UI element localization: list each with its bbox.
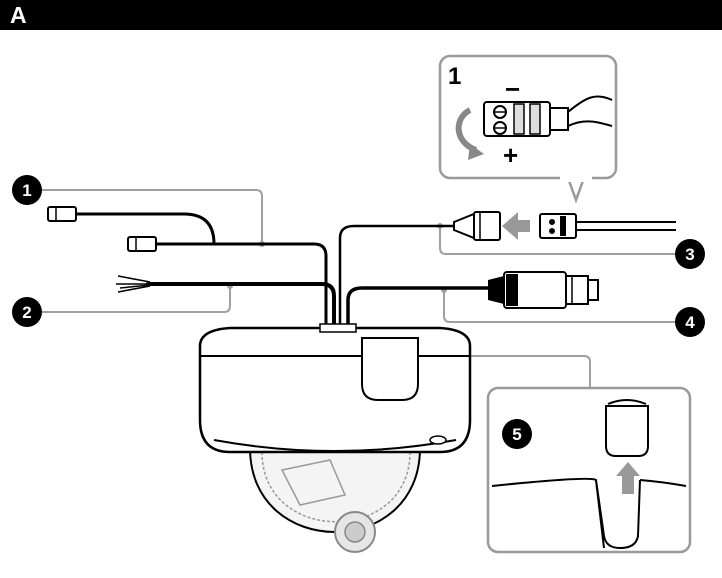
cable-slot [595,479,641,550]
cable-1-main [154,242,328,330]
plus-sign: + [503,140,518,170]
callout-5: 5 [502,419,532,449]
cable-3 [338,224,456,330]
plug-icon-upper [47,206,77,222]
housing-indicator [429,435,447,445]
svg-text:5: 5 [512,425,521,444]
leader-5-top [394,355,591,388]
push-up-arrow-icon [616,462,640,494]
terminal-plug-icon [539,213,676,239]
svg-text:3: 3 [685,245,694,264]
wire-plus [567,120,613,127]
section-label: A [10,2,27,28]
rj45-connector-icon [488,271,599,309]
housing-lower-edge [213,439,457,452]
leader-3 [439,226,686,255]
power-connector-icon [453,211,501,241]
dome-cover [248,447,422,533]
cable-cover-icon [605,405,649,457]
svg-text:4: 4 [685,313,695,332]
leader-1 [42,189,263,244]
header-bar: A [0,0,722,30]
dome-inner [261,451,411,523]
callout-2: 2 [12,297,42,327]
bare-wire-ends-icon [116,275,151,293]
dome-camera [198,323,472,553]
svg-text:1: 1 [22,181,31,200]
wire-minus [567,95,613,113]
cable-1-branch [74,212,216,246]
step-number: 1 [448,63,461,90]
terminal-block-icon [483,101,569,137]
inset-power-polarity: 1 − + [438,54,618,204]
inset-cable-cover [486,386,692,554]
callout-4: 4 [675,307,705,337]
callout-1: 1 [12,175,42,205]
camera-housing [198,326,472,454]
inset-pointer-mask [560,172,592,182]
camera-module [280,459,347,506]
cable-4 [346,286,490,330]
svg-text:2: 2 [22,303,31,322]
inset-frame-2 [486,386,692,554]
cable-grommet [319,323,357,333]
leader-2 [42,286,231,313]
cable-exit-recess [361,337,419,401]
leader-4 [443,290,686,323]
callout-3: 3 [675,239,705,269]
minus-sign: − [505,74,520,104]
inset-pointer [566,177,586,204]
rotate-arrowhead-icon [468,144,484,160]
cable-2 [146,282,336,330]
insert-arrow-icon [502,212,530,240]
plug-icon-lower [127,236,157,252]
